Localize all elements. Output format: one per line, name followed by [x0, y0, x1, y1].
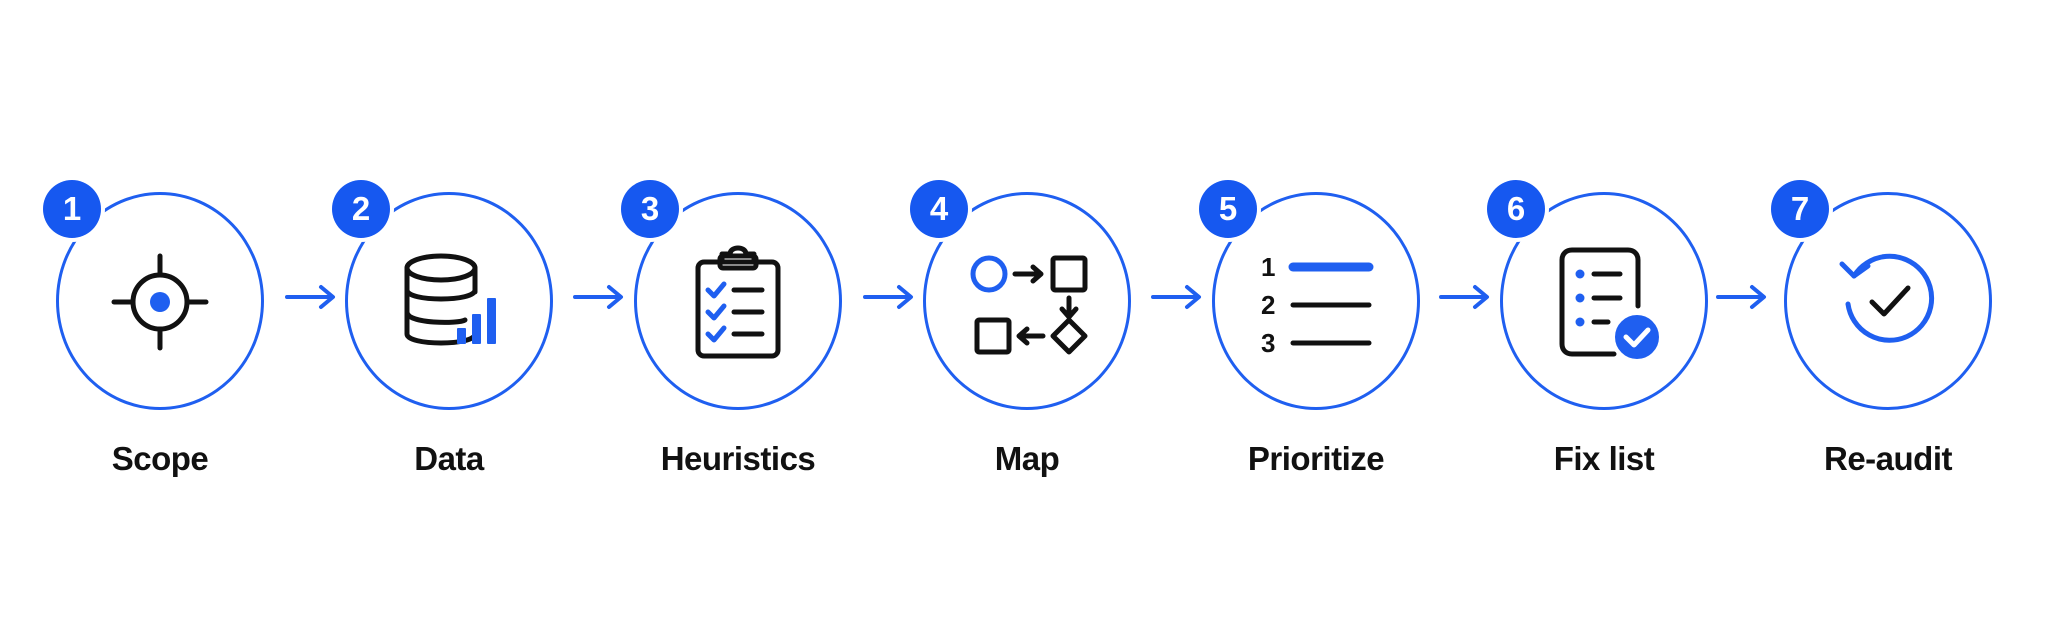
step-heuristics: 3 Heuristics — [618, 180, 858, 520]
arrow-right-icon — [1716, 285, 1766, 309]
flowchart-icon — [970, 255, 1088, 355]
step-number-badge: 3 — [621, 180, 679, 238]
step-fix-list: 6 Fix list — [1484, 180, 1724, 520]
list-number: 2 — [1261, 290, 1275, 320]
step-circle — [1500, 192, 1708, 410]
checked-document-icon — [1559, 247, 1663, 362]
clipboard-checklist-icon — [695, 245, 781, 359]
arrow-right-icon — [1151, 285, 1201, 309]
step-data: 2 Data — [329, 180, 569, 520]
step-re-audit: 7 Re-audit — [1768, 180, 2008, 520]
step-circle — [634, 192, 842, 410]
step-number-badge: 4 — [910, 180, 968, 238]
arrow-right-icon — [573, 285, 623, 309]
list-number: 1 — [1261, 252, 1275, 282]
step-label: Data — [414, 440, 484, 477]
step-prioritize: 1 2 3 5 Prioritize — [1196, 180, 1436, 520]
step-label: Re-audit — [1824, 440, 1953, 477]
step-number-badge: 6 — [1487, 180, 1545, 238]
target-icon — [111, 253, 209, 351]
step-scope: 1 Scope — [40, 180, 280, 520]
step-number-badge: 1 — [43, 180, 101, 238]
arrow-right-icon — [1439, 285, 1489, 309]
step-number-badge: 5 — [1199, 180, 1257, 238]
step-label: Heuristics — [660, 440, 816, 477]
step-label: Scope — [111, 440, 209, 477]
step-map: 4 Map — [907, 180, 1147, 520]
step-circle — [345, 192, 553, 410]
list-number: 3 — [1261, 328, 1275, 358]
step-circle — [1212, 192, 1420, 410]
step-label: Map — [994, 440, 1060, 477]
step-circle — [1784, 192, 1992, 410]
step-number-badge: 7 — [1771, 180, 1829, 238]
arrow-right-icon — [863, 285, 913, 309]
step-label: Fix list — [1553, 440, 1655, 477]
step-number-badge: 2 — [332, 180, 390, 238]
step-circle — [56, 192, 264, 410]
step-label: Prioritize — [1247, 440, 1385, 477]
numbered-list-icon: 1 2 3 — [1261, 252, 1374, 358]
arrow-right-icon — [285, 285, 335, 309]
step-circle — [923, 192, 1131, 410]
refresh-check-icon — [1839, 253, 1935, 343]
database-chart-icon — [404, 253, 496, 346]
